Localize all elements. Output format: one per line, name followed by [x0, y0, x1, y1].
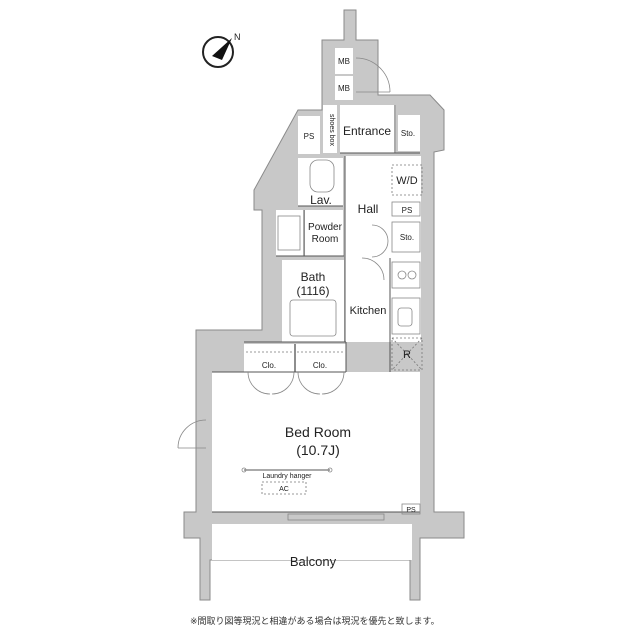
storage-label: Sto.: [400, 233, 414, 242]
front-door-swing: [355, 57, 391, 93]
compass: N: [202, 32, 241, 68]
bed-room-label: (10.7J): [296, 442, 340, 458]
powder-room-label: Room: [312, 234, 339, 245]
balcony-label: Balcony: [290, 554, 337, 569]
refrigerator-space: [391, 337, 423, 371]
compass-icon: [202, 36, 234, 68]
ps-label: PS: [402, 206, 413, 215]
ac-label: AC: [279, 486, 289, 493]
bedroom-side-door-swing: [177, 419, 207, 449]
lavatory-basin: [309, 159, 335, 193]
mb-label: MB: [338, 84, 350, 93]
ps-label: PS: [304, 132, 315, 141]
storage-label: Sto.: [401, 129, 415, 138]
mb-label: MB: [338, 57, 350, 66]
partitions: [212, 105, 420, 513]
fixtures: [241, 159, 423, 521]
powder-room-label: Powder: [308, 222, 343, 233]
footnote: ※間取り図等現況と相違がある場合は現況を優先と致します。: [190, 617, 440, 627]
bath-label: Bath: [301, 270, 326, 284]
ps-label: PS: [406, 507, 416, 514]
room-areas: [212, 48, 421, 560]
closet-label: Clo.: [313, 361, 327, 370]
washer-label: W/D: [396, 175, 417, 187]
entrance-label: Entrance: [343, 124, 391, 138]
lavatory-label: Lav.: [310, 193, 332, 207]
compass-north-label: N: [234, 32, 241, 42]
washer-space: [391, 164, 423, 196]
closet-label: Clo.: [262, 361, 276, 370]
shoes-box-label: shoes box: [328, 114, 335, 146]
balcony-window: [287, 513, 385, 521]
doors: [177, 57, 391, 449]
bed-room-label: Bed Room: [285, 424, 351, 440]
ac-unit: [261, 481, 307, 495]
stove-burner-icon: [397, 270, 407, 280]
toilet: [277, 215, 301, 251]
bath-label: (1116): [297, 284, 330, 298]
laundry-hanger-label: Laundry hanger: [262, 473, 312, 480]
stove-burner-icon: [407, 270, 417, 280]
refrigerator-label: R: [403, 349, 411, 361]
kitchen-label: Kitchen: [350, 305, 387, 317]
bathtub: [289, 299, 337, 337]
hall-label: Hall: [358, 202, 379, 216]
labels: MB MB PS shoes box Entrance Sto. W/D PS …: [262, 57, 418, 569]
kitchen-sink: [391, 297, 421, 335]
